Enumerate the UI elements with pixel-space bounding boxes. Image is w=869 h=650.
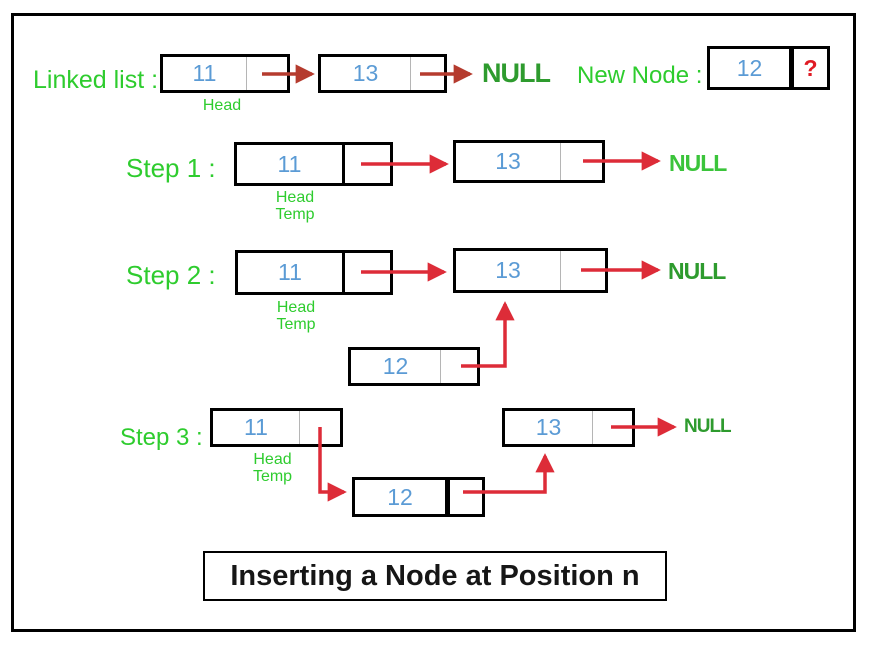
step3-node-13: 13 xyxy=(502,408,635,447)
intro-node-13-value: 13 xyxy=(352,60,379,86)
title-box: Inserting a Node at Position n xyxy=(203,551,667,601)
new-node-12-value: 12 xyxy=(736,54,763,81)
step2-node-12-value: 12 xyxy=(382,353,409,379)
step1-node-11-value: 11 xyxy=(277,150,302,177)
step3-node-12: 12 xyxy=(352,477,485,517)
step1-temp-label: Temp xyxy=(275,206,315,223)
step2-head-label: Head xyxy=(276,299,316,316)
question-mark: ? xyxy=(803,54,818,81)
intro-head-label: Head xyxy=(202,97,242,114)
step2-temp-label: Temp xyxy=(276,316,316,333)
intro-node-11: 11 xyxy=(160,54,290,93)
linked-list-label: Linked list : xyxy=(33,66,159,94)
step2-node-13: 13 xyxy=(453,248,608,293)
step3-node-13-pointer xyxy=(592,411,632,444)
step2-null-label: NULL xyxy=(668,258,726,284)
step1-null-label: NULL xyxy=(669,150,727,176)
step3-temp-label: Temp xyxy=(252,468,293,485)
intro-null-label: NULL xyxy=(482,58,551,88)
step1-node-13-pointer xyxy=(560,143,602,180)
new-node-12-pointer: ? xyxy=(789,49,827,87)
new-node-label: New Node : xyxy=(577,62,703,89)
step2-node-11: 11 xyxy=(235,250,393,295)
step1-label: Step 1 : xyxy=(126,153,216,183)
step3-node-13-value: 13 xyxy=(535,414,562,440)
step3-node-12-pointer xyxy=(445,480,482,514)
step1-node-11: 11 xyxy=(234,142,393,186)
intro-node-11-value: 11 xyxy=(192,60,217,86)
step1-node-13: 13 xyxy=(453,140,605,183)
step1-node-13-value: 13 xyxy=(495,148,521,174)
outer-frame xyxy=(11,13,856,632)
step2-node-12-pointer xyxy=(440,350,477,383)
page-title: Inserting a Node at Position n xyxy=(230,559,640,592)
step3-null-label: NULL xyxy=(684,416,732,437)
step1-head-label: Head xyxy=(275,189,315,206)
step2-node-13-value: 13 xyxy=(495,257,521,283)
step2-node-13-pointer xyxy=(560,251,605,290)
step2-label: Step 2 : xyxy=(126,260,216,290)
intro-node-11-pointer xyxy=(246,57,287,90)
new-node-12: 12 ? xyxy=(707,46,830,90)
step3-node-11-value: 11 xyxy=(244,414,268,440)
step3-node-11: 11 xyxy=(210,408,343,447)
step3-head-label: Head xyxy=(253,451,292,468)
step2-node-12: 12 xyxy=(348,347,480,386)
step1-node-11-pointer xyxy=(342,145,390,183)
intro-node-13-pointer xyxy=(410,57,444,90)
intro-node-13: 13 xyxy=(318,54,447,93)
step2-node-11-pointer xyxy=(342,253,390,292)
step3-node-12-value: 12 xyxy=(387,483,413,510)
step2-node-11-value: 11 xyxy=(278,259,302,285)
step3-node-11-pointer xyxy=(299,411,340,444)
step3-label: Step 3 : xyxy=(120,424,203,451)
